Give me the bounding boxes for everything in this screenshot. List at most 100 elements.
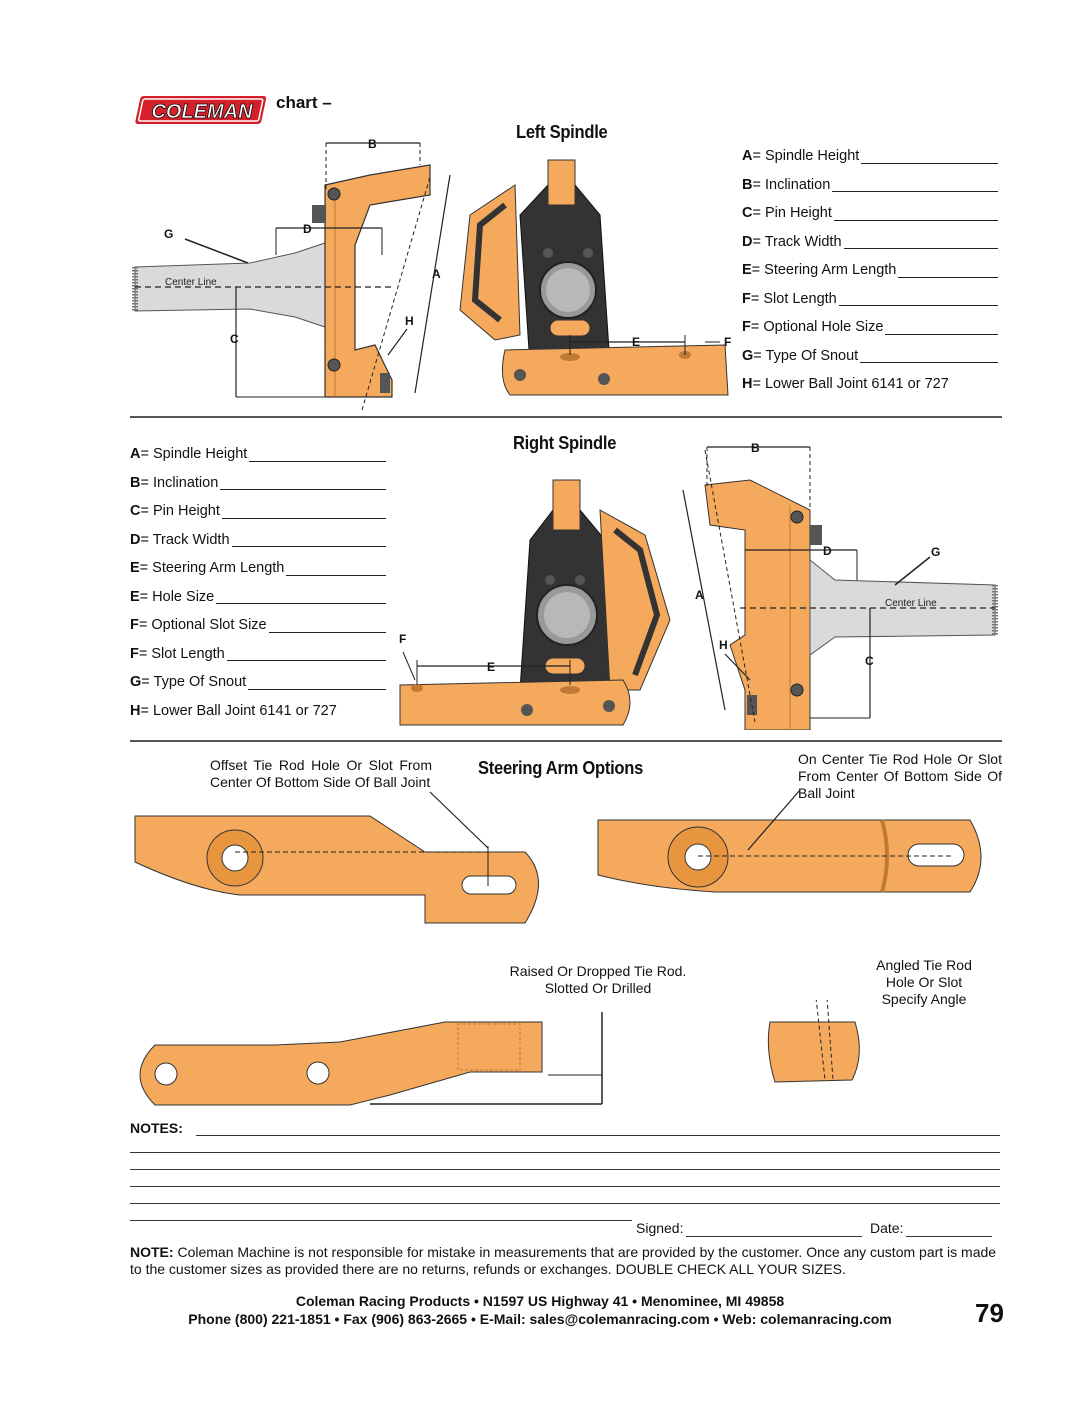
left-field-blank[interactable] [843,248,998,249]
left-label-a: A [432,267,441,281]
left-field-row[interactable]: F= Optional Hole Size [742,313,998,342]
left-upright [324,164,431,398]
right-field-blank[interactable] [231,546,386,547]
right-field-blank[interactable] [221,517,386,519]
page-number: 79 [975,1298,1004,1328]
angled-caption-line-3: Specify Angle [881,991,967,1007]
right-field-row[interactable]: G= Type Of Snout [130,668,386,697]
right-spindle-fields: A= Spindle Height B= Inclination C= Pin … [130,440,386,725]
left-steering-arm [501,344,729,396]
angled-caption-line-1: Angled Tie Rod [876,957,972,973]
left-caliper-bracket [459,184,521,341]
signed-line[interactable] [686,1236,862,1237]
left-field-row[interactable]: C= Pin Height [742,199,998,228]
raised-caption: Raised Or Dropped Tie Rod. Slotted Or Dr… [500,963,696,997]
left-field-blank[interactable] [860,362,998,363]
right-label-e: E [487,660,495,674]
raised-steering-arm [139,1021,543,1106]
left-label-e: E [632,335,640,349]
left-label-h: H [405,314,414,328]
right-label-d: D [823,544,832,558]
left-field-blank[interactable] [832,191,998,192]
notes-line[interactable] [130,1203,1000,1204]
right-field-row[interactable]: E= Steering Arm Length [130,554,386,583]
steering-arm-options-title: Steering Arm Options [478,758,644,778]
arm-options-drawing-top [134,789,982,924]
footer: Coleman Racing Products • N1597 US Highw… [140,1292,940,1328]
left-field-row[interactable]: E= Steering Arm Length [742,256,998,285]
right-field-blank[interactable] [248,688,386,690]
coleman-logo: COLEMAN [132,90,270,130]
right-center-line-label: Center Line [885,598,937,609]
left-center-line-label: Center Line [165,277,217,288]
right-field-row[interactable]: B= Inclination [130,469,386,498]
right-field-blank[interactable] [249,460,386,462]
left-label-f: F [724,335,731,349]
left-spindle-drawing: Center Line G B D C A H E F [132,137,731,411]
left-field-blank[interactable] [861,162,998,164]
left-field-row[interactable]: B= Inclination [742,171,998,200]
right-field-row[interactable]: D= Track Width [130,526,386,555]
disclaimer-text: Coleman Machine is not responsible for m… [130,1244,997,1277]
arm-options-drawing-bottom [139,1000,860,1106]
footer-address: Coleman Racing Products • N1597 US Highw… [295,1293,785,1309]
left-label-b: B [368,137,377,151]
offset-steering-arm [134,815,539,924]
left-field-row[interactable]: D= Track Width [742,228,998,257]
divider-2 [130,740,1002,742]
notes-line[interactable] [196,1135,1000,1136]
notes-line[interactable] [130,1169,1000,1170]
notes-line[interactable] [130,1186,1000,1187]
divider-1 [130,416,1002,418]
left-field-row[interactable]: A= Spindle Height [742,142,998,171]
notes-line[interactable] [130,1220,632,1221]
footer-contact: Phone (800) 221-1851 • Fax (906) 863-266… [188,1311,892,1327]
angled-tie-rod-block [767,1021,860,1083]
date-label: Date: [870,1220,904,1236]
right-field-blank[interactable] [286,574,386,576]
right-label-a: A [695,588,704,602]
left-label-g: G [164,227,173,241]
right-field-row[interactable]: E= Hole Size [130,583,386,612]
date-line[interactable] [906,1236,992,1237]
right-spindle-drawing: E F Center Line G B D C A H [399,441,998,730]
angled-caption-line-2: Hole Or Slot [885,974,963,990]
left-field-blank[interactable] [833,219,998,221]
right-field-blank[interactable] [216,603,386,604]
right-label-h: H [719,638,728,652]
notes-line[interactable] [130,1152,1000,1153]
disclaimer-lead: NOTE: [130,1244,174,1260]
logo-text: COLEMAN [151,101,253,123]
right-label-g: G [931,545,940,559]
raised-caption-line-1: Raised Or Dropped Tie Rod. [509,963,687,979]
offset-caption: Offset Tie Rod Hole Or Slot From Center … [210,757,432,790]
left-field-blank[interactable] [838,305,998,306]
right-label-c: C [865,654,874,668]
right-caliper-bracket [599,509,671,691]
signed-label: Signed: [636,1220,684,1236]
right-field-row[interactable]: C= Pin Height [130,497,386,526]
right-field-row[interactable]: F= Optional Slot Size [130,611,386,640]
left-field-row[interactable]: F= Slot Length [742,285,998,314]
left-field-row: H= Lower Ball Joint 6141 or 727 [742,376,949,392]
oncenter-caption: On Center Tie Rod Hole Or Slot From Cent… [798,751,1002,801]
chart-title: chart – [276,93,332,112]
right-field-blank[interactable] [220,489,386,490]
right-field-row[interactable]: F= Slot Length [130,640,386,669]
notes-label: NOTES: [130,1120,183,1136]
left-field-blank[interactable] [898,276,998,278]
disclaimer: NOTE: Coleman Machine is not responsible… [130,1244,1010,1278]
right-label-b: B [751,441,760,455]
left-field-blank[interactable] [885,333,998,335]
right-field-blank[interactable] [226,660,386,661]
left-label-c: C [230,332,239,346]
right-spindle-title: Right Spindle [513,433,617,453]
right-field-blank[interactable] [268,631,386,633]
right-field-row[interactable]: A= Spindle Height [130,440,386,469]
raised-caption-line-2: Slotted Or Drilled [544,980,652,996]
left-field-row[interactable]: G= Type Of Snout [742,342,998,371]
angled-caption: Angled Tie Rod Hole Or Slot Specify Angl… [868,957,980,1008]
left-label-d: D [303,222,312,236]
left-spindle-title: Left Spindle [516,122,608,142]
right-steering-arm [399,679,631,726]
